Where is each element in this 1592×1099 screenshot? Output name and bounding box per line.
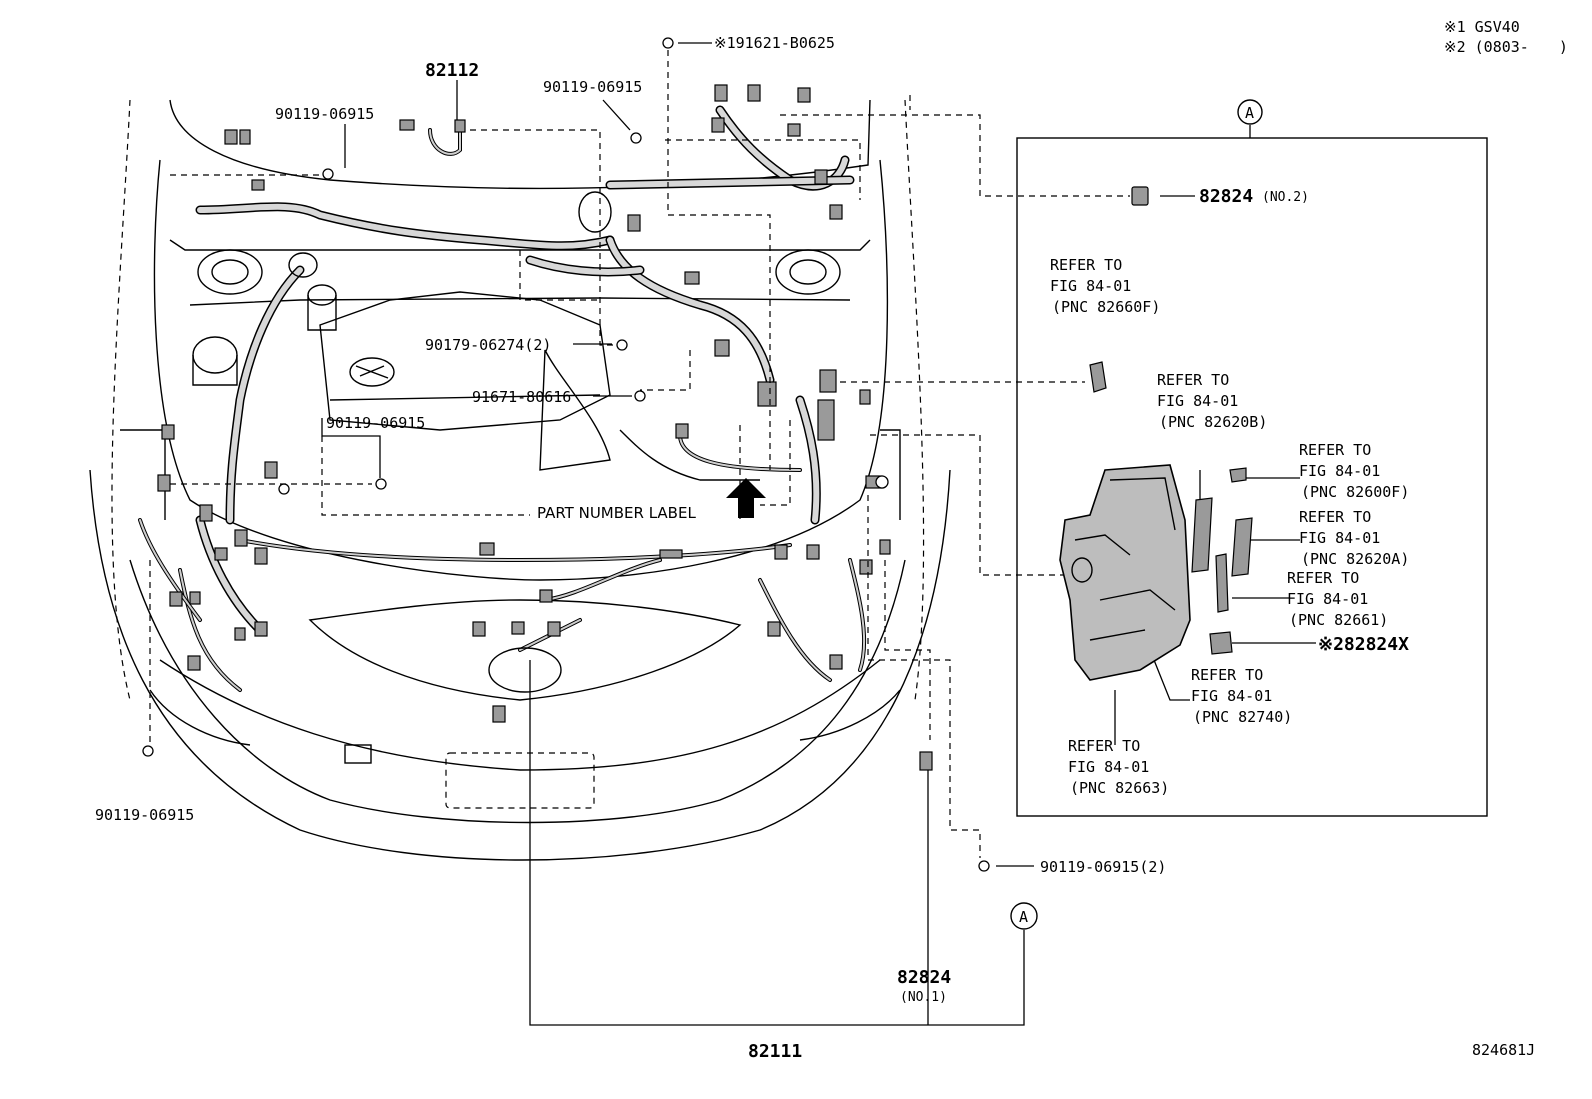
- svg-text:FIG 84-01: FIG 84-01: [1157, 392, 1238, 410]
- leader-lines: [149, 42, 1316, 1026]
- ref-82660f: REFER TO FIG 84-01 (PNC 82660F): [1050, 256, 1160, 316]
- part-90179: 90179-06274(2): [425, 336, 551, 354]
- svg-text:REFER TO: REFER TO: [1191, 666, 1263, 684]
- part-82111: 82111: [748, 1041, 802, 1062]
- note-1: ※1 GSV40: [1444, 18, 1520, 36]
- part-82824-no2-sub: (NO.2): [1262, 190, 1309, 205]
- svg-text:REFER TO: REFER TO: [1068, 737, 1140, 755]
- part-82824-no1: 82824: [897, 967, 951, 988]
- harness-connectors: [157, 84, 933, 771]
- note-2: ※2 (0803- ): [1444, 38, 1568, 56]
- callout-a-top: A: [1245, 104, 1254, 122]
- svg-text:REFER TO: REFER TO: [1157, 371, 1229, 389]
- ref-82600f: REFER TO FIG 84-01 (PNC 82600F): [1299, 441, 1409, 501]
- part-90119-c: 90119-06915: [326, 414, 425, 432]
- vehicle-body-outline: [89, 99, 951, 861]
- part-90119-b: 90119-06915: [543, 78, 642, 96]
- callout-a-bottom: A: [1019, 908, 1028, 926]
- svg-text:(PNC 82620B): (PNC 82620B): [1159, 413, 1267, 431]
- ref-82663: REFER TO FIG 84-01 (PNC 82663): [1068, 737, 1169, 797]
- part-91671: 91671-80616: [472, 388, 571, 406]
- svg-text:FIG 84-01: FIG 84-01: [1050, 277, 1131, 295]
- ref-82740: REFER TO FIG 84-01 (PNC 82740): [1191, 666, 1292, 726]
- part-90119-d: 90119-06915: [95, 806, 194, 824]
- svg-text:REFER TO: REFER TO: [1050, 256, 1122, 274]
- svg-text:REFER TO: REFER TO: [1299, 508, 1371, 526]
- figure-code: 824681J: [1472, 1041, 1535, 1059]
- svg-text:(PNC 82663): (PNC 82663): [1070, 779, 1169, 797]
- part-82824-no1-sub: (NO.1): [900, 990, 947, 1005]
- part-82824-no2: 82824: [1199, 186, 1253, 207]
- part-90119-e: 90119-06915(2): [1040, 858, 1166, 876]
- part-191621: ※191621-B0625: [714, 34, 835, 52]
- svg-text:REFER TO: REFER TO: [1299, 441, 1371, 459]
- callout-a-top-circle: [1237, 99, 1263, 125]
- callout-a-bottom-circle: [1010, 902, 1038, 930]
- part-number-label: PART NUMBER LABEL: [537, 504, 696, 522]
- ref-82620b: REFER TO FIG 84-01 (PNC 82620B): [1157, 371, 1267, 431]
- engine-room-wire-harness: [138, 105, 867, 693]
- part-90119-a: 90119-06915: [275, 105, 374, 123]
- svg-text:(PNC 82660F): (PNC 82660F): [1052, 298, 1160, 316]
- part-82824x: ※282824X: [1318, 634, 1409, 655]
- svg-text:(PNC 82620A): (PNC 82620A): [1301, 550, 1409, 568]
- ref-82661: REFER TO FIG 84-01 (PNC 82661): [1287, 569, 1388, 629]
- svg-text:FIG 84-01: FIG 84-01: [1287, 590, 1368, 608]
- part-82112: 82112: [425, 60, 479, 81]
- svg-text:(PNC 82661): (PNC 82661): [1289, 611, 1388, 629]
- svg-text:(PNC 82740): (PNC 82740): [1193, 708, 1292, 726]
- svg-text:REFER TO: REFER TO: [1287, 569, 1359, 587]
- part-number-label-arrow: [726, 478, 766, 518]
- svg-text:FIG 84-01: FIG 84-01: [1191, 687, 1272, 705]
- svg-text:FIG 84-01: FIG 84-01: [1299, 462, 1380, 480]
- bolts: [142, 37, 990, 872]
- svg-text:FIG 84-01: FIG 84-01: [1299, 529, 1380, 547]
- ref-82620a: REFER TO FIG 84-01 (PNC 82620A): [1299, 508, 1409, 568]
- svg-text:(PNC 82600F): (PNC 82600F): [1301, 483, 1409, 501]
- detail-box-a: [1016, 137, 1488, 817]
- svg-text:FIG 84-01: FIG 84-01: [1068, 758, 1149, 776]
